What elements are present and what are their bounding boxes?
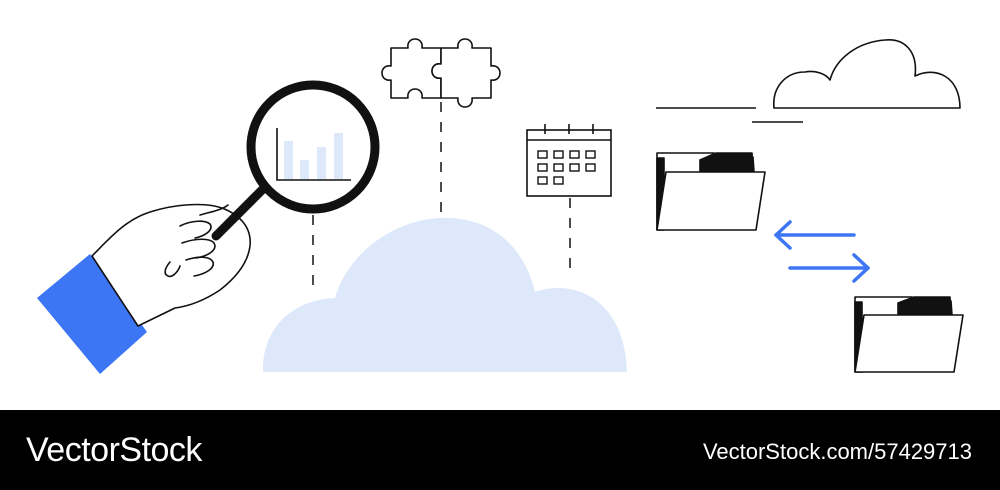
- folder-icon-source: [656, 152, 766, 231]
- brand-logo-text: VectorStock: [26, 431, 202, 469]
- folder-icon-destination: [854, 296, 964, 373]
- sleeve-cuff: [37, 254, 147, 374]
- dashed-connectors: [312, 102, 571, 292]
- watermark-footer: VectorStock VectorStock.com/57429713: [0, 410, 1000, 490]
- large-cloud-icon: [262, 217, 627, 372]
- transfer-arrows-icon: [774, 220, 870, 283]
- calendar-icon: [526, 124, 612, 197]
- bar-chart-icon: [276, 128, 351, 181]
- puzzle-icon: [381, 38, 501, 108]
- stock-id-link[interactable]: VectorStock.com/57429713: [702, 439, 972, 464]
- outline-cloud-icon: [656, 39, 961, 123]
- hand-icon: [91, 203, 251, 327]
- cloud-data-illustration: [37, 38, 964, 374]
- magnifier-icon: [211, 80, 380, 241]
